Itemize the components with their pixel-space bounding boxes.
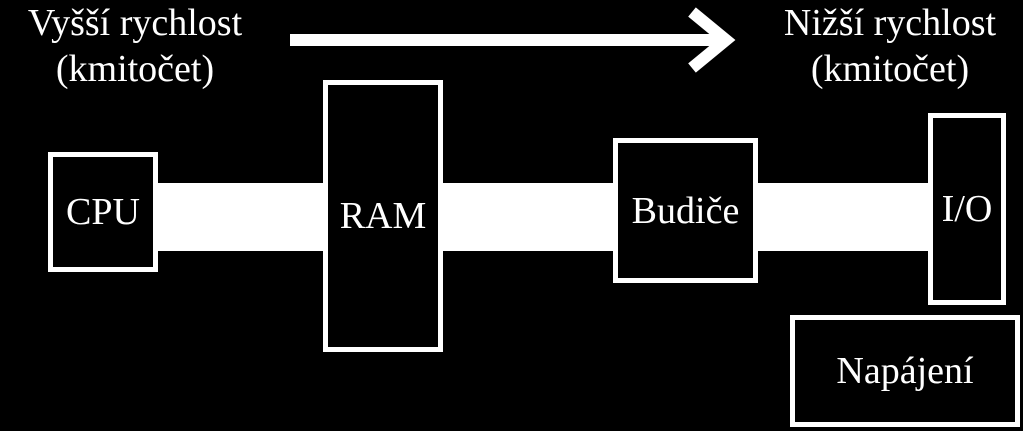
lower-speed-label: Nižší rychlost (kmitočet)	[760, 0, 1020, 92]
io-block: I/O	[928, 113, 1006, 305]
io-label: I/O	[941, 188, 993, 230]
power-label: Napájení	[836, 350, 974, 392]
lower-speed-line1: Nižší rychlost	[783, 2, 997, 44]
bus-cpu-ram	[155, 183, 330, 251]
ram-block: RAM	[323, 80, 443, 352]
cpu-block: CPU	[48, 152, 158, 272]
bus-ram-drivers	[440, 183, 618, 251]
drivers-block: Budiče	[613, 138, 758, 283]
higher-speed-label: Vyšší rychlost (kmitočet)	[0, 0, 270, 92]
bus-drivers-io	[755, 183, 933, 251]
higher-speed-line1: Vyšší rychlost	[27, 2, 243, 44]
higher-speed-line2: (kmitočet)	[55, 48, 215, 90]
drivers-label: Budiče	[631, 189, 740, 232]
speed-arrow-head	[688, 7, 736, 73]
ram-label: RAM	[339, 195, 427, 237]
cpu-label: CPU	[66, 191, 140, 233]
lower-speed-line2: (kmitočet)	[810, 48, 970, 90]
power-block: Napájení	[790, 315, 1020, 427]
